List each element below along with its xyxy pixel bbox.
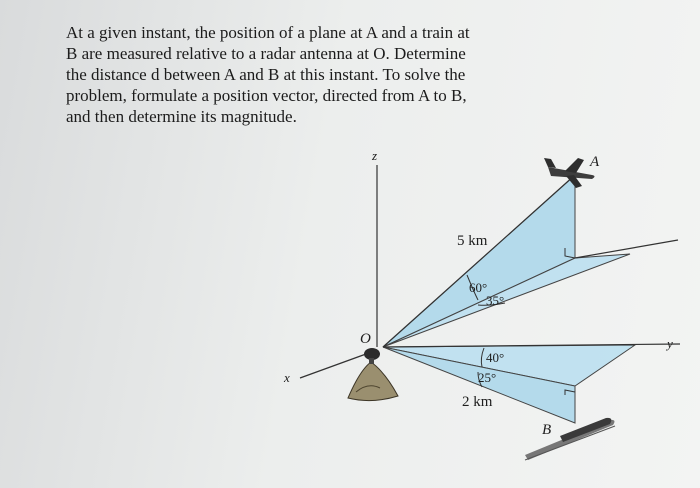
right-angle-marker-a [564, 248, 576, 259]
plane-projection-line [574, 239, 679, 259]
angle-arc-40 [480, 347, 485, 368]
plane-azimuth-label: 35° [486, 293, 504, 308]
plane-elevation-label: 60° [469, 280, 487, 295]
train-vertical-triangle [382, 346, 576, 424]
angle-arc-60 [466, 274, 479, 301]
axis-y-label: y [665, 336, 673, 351]
train-angle-2-label: 25° [478, 370, 496, 385]
axis-x-label: x [283, 370, 290, 385]
point-b-label: B [542, 422, 551, 438]
airplane-icon [544, 158, 595, 188]
y-axis [382, 343, 681, 348]
problem-line-5: and then determine its magnitude. [66, 107, 297, 126]
train-angle-1-label: 40° [486, 350, 504, 365]
problem-line-2: B are measured relative to a radar anten… [66, 44, 466, 63]
problem-statement: At a given instant, the position of a pl… [66, 22, 536, 127]
problem-line-3: the distance d between A and B at this i… [66, 65, 466, 84]
problem-line-4: problem, formulate a position vector, di… [66, 86, 467, 105]
radar-antenna-icon [347, 348, 399, 402]
train-icon [524, 417, 616, 461]
line-to-a [382, 174, 576, 348]
problem-line-1: At a given instant, the position of a pl… [66, 23, 470, 42]
angle-arc-25 [477, 371, 483, 388]
plane-distance-label: 5 km [457, 233, 488, 249]
axis-z-label: z [371, 148, 377, 163]
point-a-label: A [589, 154, 600, 170]
right-angle-marker-b [564, 389, 576, 395]
train-distance-label: 2 km [462, 394, 493, 410]
origin-label: O [360, 331, 371, 347]
plane-horizontal-triangle [382, 253, 631, 348]
angle-arc-35 [477, 302, 506, 306]
